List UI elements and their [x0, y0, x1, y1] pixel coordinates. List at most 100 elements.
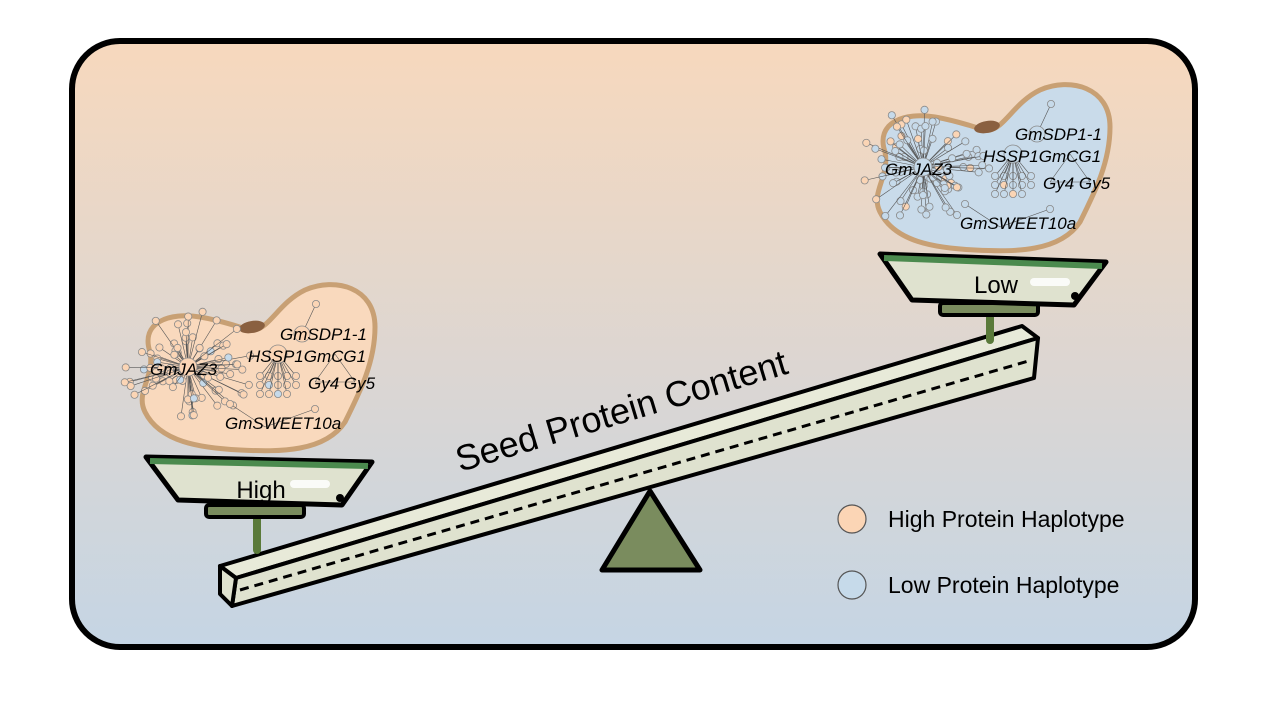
network-node — [216, 372, 225, 381]
network-node — [153, 358, 162, 367]
gene-label: GmJAZ3 — [885, 160, 953, 179]
network-node — [915, 176, 924, 185]
network-node — [891, 147, 900, 156]
network-node — [189, 411, 198, 420]
gene-label: Gy4 Gy5 — [308, 374, 376, 393]
network-node — [224, 353, 233, 362]
network-node — [985, 164, 994, 173]
network-node — [184, 312, 193, 321]
fulcrum — [599, 488, 703, 573]
network-node — [165, 377, 174, 386]
network-node — [886, 137, 895, 146]
network-node — [978, 161, 987, 170]
network-node — [914, 134, 923, 143]
network-node — [952, 130, 961, 139]
network-node — [952, 183, 961, 192]
network-node — [130, 390, 139, 399]
network-node — [933, 158, 942, 167]
network-node — [176, 412, 185, 421]
gene-label: GmSDP1-1 — [280, 325, 367, 344]
network-node — [922, 210, 931, 219]
gene-label: GmJAZ3 — [150, 360, 218, 379]
network-node — [174, 320, 183, 329]
legend-label-low: Low Protein Haplotype — [888, 572, 1119, 598]
network-node — [246, 351, 255, 360]
gene-label: HSSP1GmCG1 — [248, 347, 366, 366]
network-node — [233, 360, 242, 369]
network-node — [925, 202, 934, 211]
network-node — [168, 383, 177, 392]
seed-hilum — [974, 120, 1000, 134]
network-node — [157, 364, 166, 373]
network-node — [943, 165, 952, 174]
network-node — [940, 183, 949, 192]
network-node — [961, 137, 970, 146]
network-node — [974, 168, 983, 177]
gene-label: GmSWEET10a — [960, 214, 1076, 233]
legend-swatch-high — [837, 504, 867, 534]
network-node — [195, 343, 204, 352]
network-node — [198, 307, 207, 316]
seed-hilum — [239, 320, 265, 334]
network-node — [232, 324, 241, 333]
network-node — [919, 191, 928, 200]
network-node — [222, 340, 231, 349]
network-node — [214, 385, 223, 394]
network-node — [871, 144, 880, 153]
legend-label-high: High Protein Haplotype — [888, 506, 1125, 532]
network-node — [226, 370, 235, 379]
network-node — [889, 179, 898, 188]
network-node — [204, 373, 213, 382]
network-node — [872, 195, 881, 204]
network-node — [943, 137, 952, 146]
network-node — [860, 176, 869, 185]
network-node — [928, 117, 937, 126]
scale-pan-left — [143, 454, 375, 519]
network-node — [902, 115, 911, 124]
network-node — [903, 136, 912, 145]
network-node — [239, 390, 248, 399]
network-node — [895, 140, 904, 149]
network-node — [892, 122, 901, 131]
gene-label: Gy4 Gy5 — [1043, 174, 1111, 193]
gene-label: GmSWEET10a — [225, 414, 341, 433]
network-node — [928, 134, 937, 143]
network-node — [952, 211, 961, 220]
pan-label-left: High — [236, 477, 285, 504]
scale-pan-right — [877, 251, 1109, 317]
network-node — [120, 378, 129, 387]
network-node — [244, 380, 253, 389]
network-node — [146, 349, 155, 358]
network-node — [959, 163, 968, 172]
network-node — [944, 143, 953, 152]
network-node — [200, 352, 209, 361]
network-node — [962, 149, 971, 158]
network-node — [862, 138, 871, 147]
network-node — [137, 348, 146, 357]
legend-swatch-low — [837, 570, 867, 600]
network-node — [979, 151, 988, 160]
pan-label-right: Low — [974, 272, 1019, 299]
network-node — [920, 105, 929, 114]
network-node — [189, 394, 198, 403]
network-node — [917, 205, 926, 214]
network-node — [238, 365, 247, 374]
network-node — [921, 122, 930, 131]
network-node — [148, 381, 157, 390]
network-node — [941, 203, 950, 212]
network-node — [881, 163, 890, 172]
network-node — [151, 316, 160, 325]
seesaw-beam — [218, 324, 1040, 608]
network-node — [181, 328, 190, 337]
network-node — [173, 343, 182, 352]
gene-label: GmSDP1-1 — [1015, 125, 1102, 144]
network-node — [126, 382, 135, 391]
gene-label: HSSP1GmCG1 — [983, 147, 1101, 166]
network-node — [146, 363, 155, 372]
network-node — [881, 212, 890, 221]
gene-network — [120, 299, 356, 428]
network-node — [212, 316, 221, 325]
